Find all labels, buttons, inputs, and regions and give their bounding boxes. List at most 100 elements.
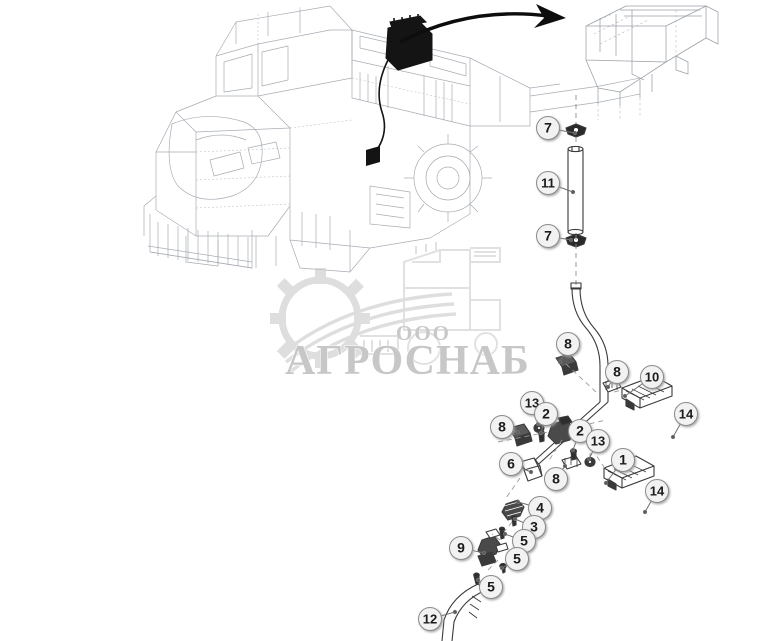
part-screw-b — [499, 562, 507, 574]
part-valve-body — [477, 528, 509, 567]
callout-leader-line-4 — [517, 501, 530, 506]
callout-anchor-dot — [515, 499, 521, 505]
callout-anchor-dot — [642, 509, 648, 515]
callout-circle — [490, 415, 514, 439]
callout-bubble-1[interactable]: 1 — [611, 448, 635, 472]
callout-bubble-14[interactable]: 14 — [674, 402, 698, 426]
callout-anchor-dot — [605, 384, 611, 390]
callout-bubble-9[interactable]: 9 — [449, 536, 473, 560]
callout-number: 6 — [507, 456, 515, 472]
callout-number: 2 — [576, 423, 584, 439]
callout-leader-line-8 — [512, 429, 519, 433]
callout-bubble-8[interactable]: 8 — [490, 415, 514, 439]
callout-anchor-dot — [586, 456, 592, 462]
callout-circle — [611, 448, 635, 472]
callout-bubble-3[interactable]: 3 — [522, 515, 546, 539]
callout-leader-line-2 — [572, 441, 577, 451]
callout-anchor-dot — [603, 480, 609, 486]
callout-number: 10 — [645, 370, 659, 385]
part-hose-clamp-upper — [565, 123, 587, 138]
part-washer-a — [533, 422, 545, 434]
part-nut — [501, 499, 525, 521]
part-screw-c — [473, 572, 480, 585]
part-sensor-block-10 — [621, 375, 673, 411]
callout-circle — [605, 360, 629, 384]
callout-number: 11 — [541, 176, 555, 191]
callout-bubble-12[interactable]: 12 — [418, 607, 442, 631]
callout-circle — [568, 419, 592, 443]
callout-circle — [536, 224, 560, 248]
callout-bubble-8[interactable]: 8 — [605, 360, 629, 384]
callout-anchor-dot — [499, 565, 505, 571]
callout-bubble-7[interactable]: 7 — [536, 224, 560, 248]
callout-leader-line-14 — [672, 423, 681, 438]
callout-anchor-dot — [515, 429, 521, 435]
callout-anchor-dot — [538, 430, 544, 436]
callout-circle — [528, 496, 552, 520]
callout-number: 7 — [544, 120, 552, 136]
callout-bubble-2[interactable]: 2 — [534, 402, 558, 426]
part-fitting-coupler-b — [602, 378, 622, 393]
callout-anchor-dot — [670, 434, 676, 440]
callout-circle — [586, 429, 610, 453]
part-fitting-coupler-a — [555, 353, 579, 376]
callout-anchor-dot — [570, 447, 576, 453]
callout-number: 2 — [542, 406, 550, 422]
callout-circle — [449, 536, 473, 560]
callout-leader-line-2 — [540, 424, 544, 434]
part-bulkhead-fitting — [519, 457, 543, 482]
callout-leader-line-10 — [624, 383, 643, 397]
callout-number: 9 — [457, 540, 465, 556]
callout-bubble-4[interactable]: 4 — [528, 496, 552, 520]
callout-number: 13 — [525, 396, 539, 411]
callout-leader-line-7 — [559, 129, 576, 134]
callout-leader-line-5 — [501, 564, 508, 569]
callout-circle — [645, 479, 669, 503]
watermark-company-prefix: ООО — [396, 321, 451, 345]
callout-bubble-10[interactable]: 10 — [640, 365, 664, 389]
callout-number: 1 — [619, 452, 627, 468]
callout-anchor-dot — [562, 463, 568, 469]
callout-number: 5 — [520, 533, 528, 549]
callout-anchor-dot — [570, 189, 576, 195]
callout-leader-line-3 — [514, 518, 524, 523]
callout-number: 8 — [498, 419, 506, 435]
callout-number: 8 — [564, 336, 572, 352]
callout-leader-line-6 — [521, 467, 532, 473]
callout-leader-line-8 — [559, 354, 564, 363]
callout-bubble-14[interactable]: 14 — [645, 479, 669, 503]
callout-circle — [522, 515, 546, 539]
callout-bubble-13[interactable]: 13 — [520, 391, 544, 415]
callout-number: 8 — [613, 364, 621, 380]
callout-leader-line-1 — [605, 468, 617, 484]
callout-leader-line-13 — [588, 451, 594, 460]
callout-number: 14 — [650, 484, 665, 499]
callout-bubble-6[interactable]: 6 — [499, 452, 523, 476]
callout-bubble-8[interactable]: 8 — [556, 332, 580, 356]
callout-number: 5 — [513, 551, 521, 567]
callout-bubble-5[interactable]: 5 — [479, 575, 503, 599]
callout-bubble-13[interactable]: 13 — [586, 429, 610, 453]
callout-anchor-dot — [535, 421, 541, 427]
callout-bubble-7[interactable]: 7 — [536, 116, 560, 140]
detail-callout-arrow — [399, 4, 566, 44]
callout-bubble-8[interactable]: 8 — [544, 467, 568, 491]
part-spacer — [510, 514, 518, 527]
callout-bubble-11[interactable]: 11 — [536, 171, 560, 195]
callout-circle — [520, 391, 544, 415]
callout-anchor-dot — [528, 469, 534, 475]
callout-leader-line-12 — [440, 611, 456, 617]
callout-number: 13 — [591, 434, 605, 449]
callout-bubble-5[interactable]: 5 — [505, 547, 529, 571]
callout-bubble-2[interactable]: 2 — [568, 419, 592, 443]
callout-circle — [534, 402, 558, 426]
callout-anchor-dot — [452, 609, 458, 615]
callout-number: 5 — [487, 579, 495, 595]
callout-bubble-5[interactable]: 5 — [512, 529, 536, 553]
